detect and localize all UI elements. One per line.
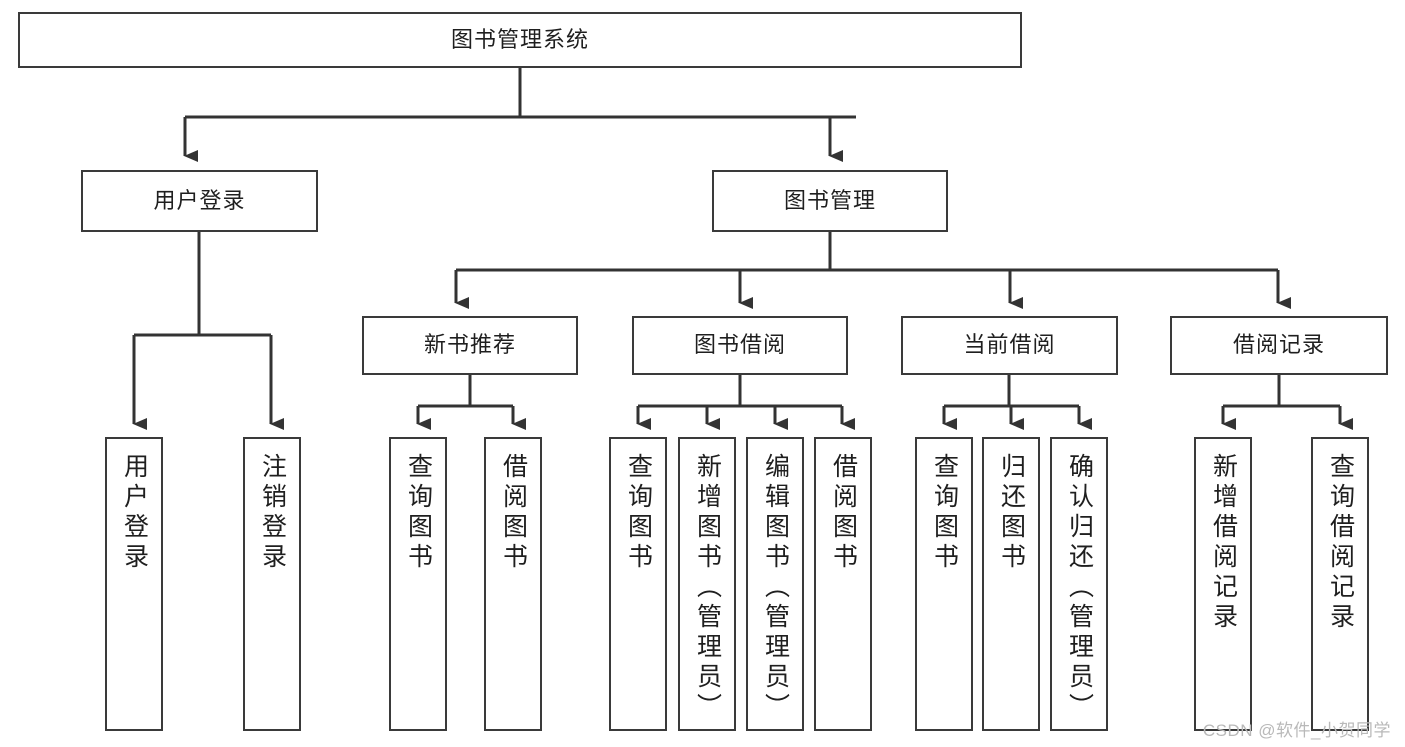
leaf-label: 借阅图书 (829, 453, 858, 573)
leaf-label: 编辑图书（管理员） (761, 453, 790, 723)
leaf-new-book-query[interactable]: 查询图书 (389, 437, 447, 731)
node-book-management-label: 图书管理 (783, 187, 876, 213)
leaf-current-confirm-return[interactable]: 确认归还（管理员） (1050, 437, 1108, 731)
node-current-borrow[interactable]: 当前借阅 (901, 316, 1118, 375)
leaf-borrow-add-book[interactable]: 新增图书（管理员） (678, 437, 736, 731)
leaf-label: 查询借阅记录 (1326, 453, 1355, 633)
leaf-borrow-edit-book[interactable]: 编辑图书（管理员） (746, 437, 804, 731)
leaf-current-return-book[interactable]: 归还图书 (982, 437, 1040, 731)
leaf-record-query[interactable]: 查询借阅记录 (1311, 437, 1369, 731)
node-new-book-recommend-label: 新书推荐 (423, 332, 516, 358)
leaf-label: 新增借阅记录 (1209, 453, 1238, 633)
node-root[interactable]: 图书管理系统 (18, 12, 1022, 68)
leaf-label: 归还图书 (997, 453, 1026, 573)
leaf-label: 用户登录 (120, 453, 149, 573)
node-current-borrow-label: 当前借阅 (963, 332, 1056, 358)
leaf-borrow-query-book[interactable]: 查询图书 (609, 437, 667, 731)
node-user-login-label: 用户登录 (153, 187, 246, 213)
leaf-new-book-borrow[interactable]: 借阅图书 (484, 437, 542, 731)
leaf-label: 查询图书 (404, 453, 433, 573)
node-borrow-record[interactable]: 借阅记录 (1170, 316, 1388, 375)
node-book-borrow[interactable]: 图书借阅 (632, 316, 848, 375)
leaf-user-login-signout[interactable]: 注销登录 (243, 437, 301, 731)
leaf-record-add[interactable]: 新增借阅记录 (1194, 437, 1252, 731)
node-root-label: 图书管理系统 (450, 26, 589, 52)
node-book-borrow-label: 图书借阅 (693, 332, 786, 358)
node-borrow-record-label: 借阅记录 (1232, 332, 1325, 358)
node-user-login[interactable]: 用户登录 (81, 170, 318, 232)
leaf-user-login-signin[interactable]: 用户登录 (105, 437, 163, 731)
watermark-text: CSDN @软件_小贺同学 (1202, 721, 1391, 740)
leaf-label: 查询图书 (930, 453, 959, 573)
leaf-borrow-borrow-book[interactable]: 借阅图书 (814, 437, 872, 731)
node-book-management[interactable]: 图书管理 (712, 170, 948, 232)
node-new-book-recommend[interactable]: 新书推荐 (362, 316, 578, 375)
leaf-label: 新增图书（管理员） (693, 453, 722, 723)
leaf-label: 借阅图书 (499, 453, 528, 573)
leaf-label: 注销登录 (258, 453, 287, 573)
leaf-label: 确认归还（管理员） (1065, 453, 1094, 723)
leaf-label: 查询图书 (624, 453, 653, 573)
leaf-current-query-book[interactable]: 查询图书 (915, 437, 973, 731)
